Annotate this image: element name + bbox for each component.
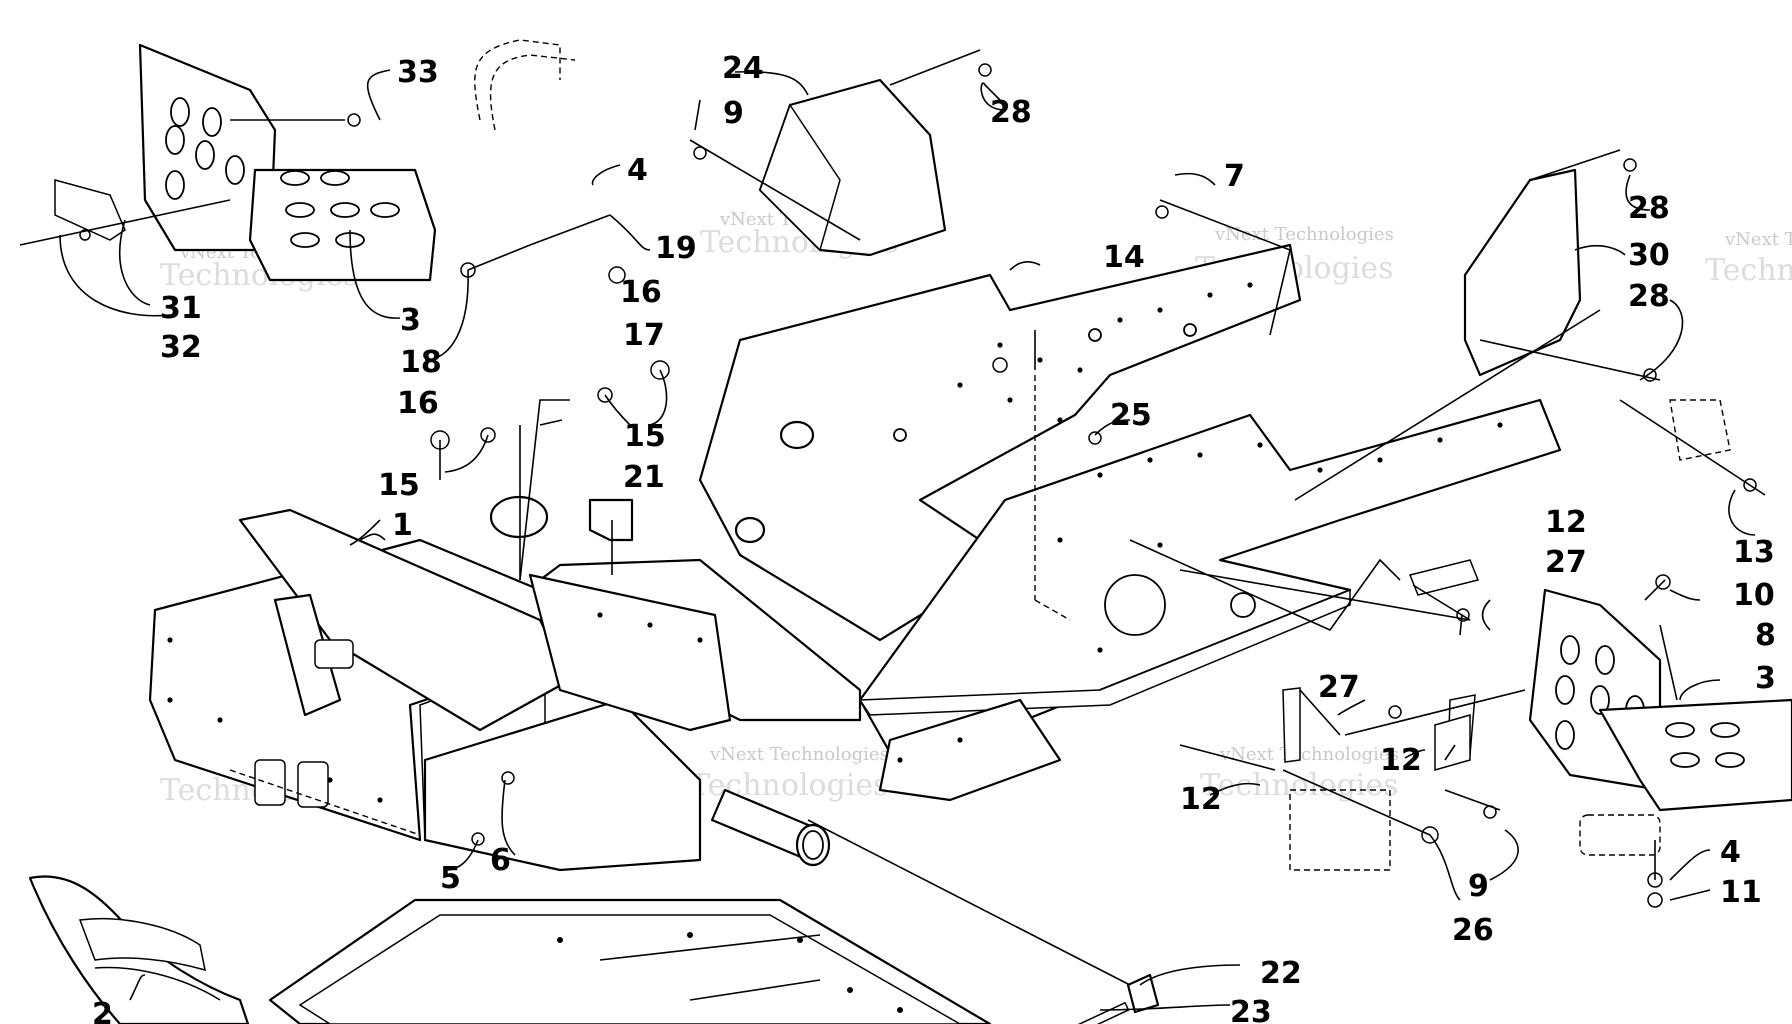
callout-4: 4 [1720,835,1741,870]
strap-12 [489,495,1480,771]
callout-4: 4 [627,153,648,188]
callout-27: 27 [1545,545,1587,580]
callout-12: 12 [1545,505,1587,540]
watermark-text: vNext Technologies [1214,224,1394,245]
chassis-rivets [167,282,1503,803]
callout-7: 7 [1224,159,1245,194]
callout-16: 16 [620,275,662,310]
callout-14: 14 [1103,240,1145,275]
callout-26: 26 [1452,913,1494,948]
callout-28: 28 [1628,191,1670,226]
callout-15: 15 [624,419,666,454]
callout-19: 19 [655,231,697,266]
callout-12: 12 [1380,743,1422,778]
callout-30: 30 [1628,238,1670,273]
leader-lines [19,49,1766,1011]
watermark-text: vNext Technologies [709,744,889,765]
callout-32: 32 [160,330,202,365]
callout-21: 21 [623,460,665,495]
callout-18: 18 [400,345,442,380]
callout-10: 10 [1733,578,1775,613]
callout-9: 9 [1468,869,1489,904]
hidden-lines [229,39,1731,871]
watermark-text: Technologies [1200,768,1399,803]
callout-8: 8 [1755,618,1776,653]
callout-2: 2 [92,997,113,1024]
callout-28: 28 [990,95,1032,130]
callout-9: 9 [723,96,744,131]
shield-24 [758,78,947,257]
watermark-text: Technologies [690,768,889,803]
belly-pan [268,898,992,1024]
callout-12: 12 [1180,782,1222,817]
callout-16: 16 [397,386,439,421]
callout-33: 33 [397,55,439,90]
callout-13: 13 [1733,535,1775,570]
callout-6: 6 [490,843,511,878]
callout-31: 31 [160,291,202,326]
callout-3: 3 [1755,661,1776,696]
hardware-parts [79,63,1757,1024]
callout-labels: 33 24 28 9 4 19 7 28 30 28 31 32 3 18 16… [92,51,1776,1024]
watermark-text: vNext Technologies [1219,744,1399,765]
cross-tube [710,788,831,867]
callout-28: 28 [1628,279,1670,314]
watermark-text: vNext Technologies [1724,229,1792,250]
callout-11: 11 [1720,875,1762,910]
callout-27: 27 [1318,670,1360,705]
callout-1: 1 [392,508,413,543]
watermark-text: Technologies [1705,253,1792,288]
callout-5: 5 [440,861,461,896]
chassis-frame [148,243,1562,872]
callout-3: 3 [400,303,421,338]
footrest-right [1528,588,1792,812]
callout-22: 22 [1260,956,1302,991]
footrest-left [54,43,437,282]
panel-30 [1463,168,1582,377]
callout-24: 24 [722,51,764,86]
callout-23: 23 [1230,995,1272,1024]
callout-17: 17 [623,318,665,353]
callout-15: 15 [378,468,420,503]
skid-plate [28,875,250,1024]
callout-25: 25 [1110,398,1152,433]
